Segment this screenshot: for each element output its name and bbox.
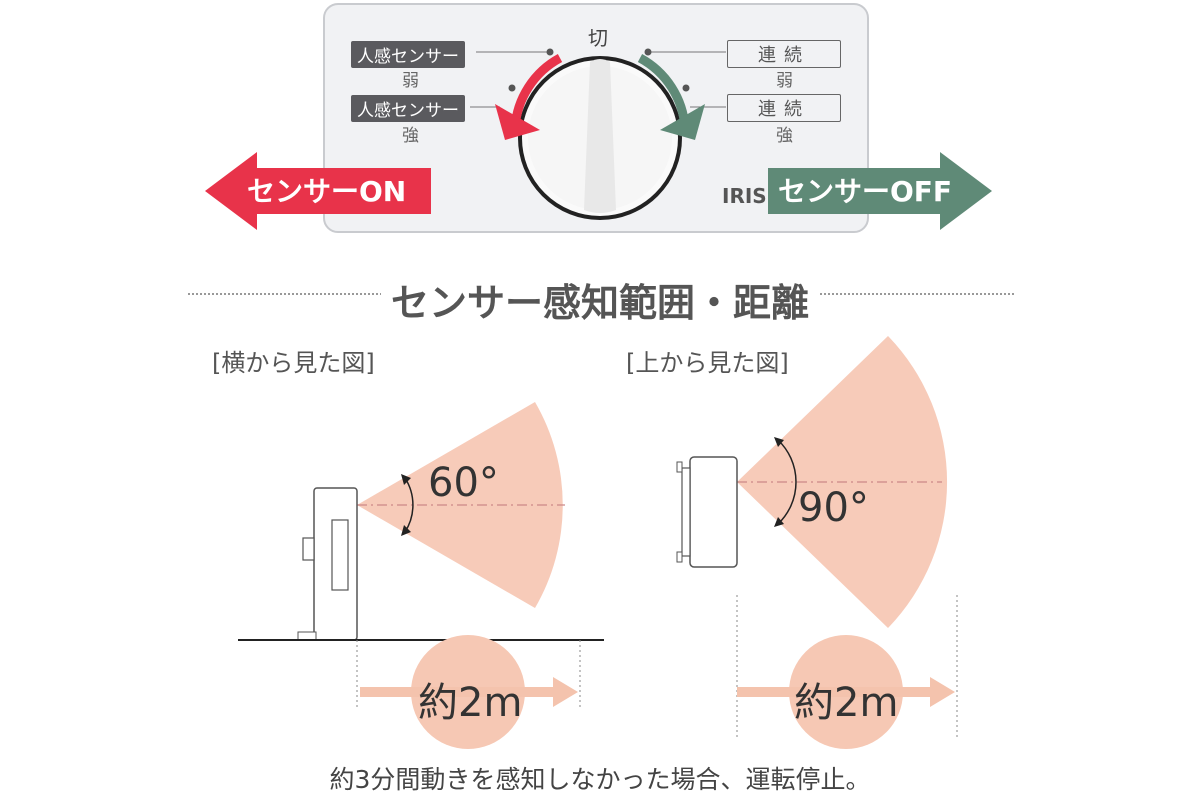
section-title: センサー感知範囲・距離 bbox=[380, 281, 819, 325]
heater-side-icon bbox=[297, 487, 358, 641]
sensor-on-label: センサーON bbox=[247, 175, 407, 208]
right-arrow-icon bbox=[768, 152, 992, 230]
continuous-weak-label: 連続 bbox=[727, 40, 841, 68]
sensor-off-arrow: センサーOFF bbox=[768, 152, 992, 230]
sensor-strong-label: 人感センサー bbox=[351, 95, 465, 122]
side-view-angle: 60° bbox=[428, 460, 499, 506]
range-diagrams bbox=[238, 336, 958, 749]
left-arrow-icon bbox=[205, 152, 431, 230]
sensor-weak-sub: 弱 bbox=[402, 71, 419, 91]
sensor-strong-sub: 強 bbox=[402, 126, 419, 146]
side-view-distance: 約2m bbox=[418, 680, 523, 726]
sensor-on-arrow: センサーON bbox=[205, 152, 431, 230]
top-view-distance: 約2m bbox=[794, 680, 899, 726]
control-panel: 切 人感センサー 弱 人感センサー 強 連続 弱 連続 強 IRIS O bbox=[0, 0, 1200, 240]
continuous-strong-sub: 強 bbox=[776, 126, 793, 146]
side-view-caption: [横から見た図] bbox=[212, 349, 375, 377]
footer-note: 約3分間動きを感知しなかった場合、運転停止。 bbox=[329, 765, 871, 794]
heater-top-icon bbox=[676, 456, 738, 568]
dial-off-label: 切 bbox=[588, 26, 608, 50]
continuous-weak-sub: 弱 bbox=[776, 71, 793, 91]
top-view-angle: 90° bbox=[798, 485, 869, 531]
top-view-caption: [上から見た図] bbox=[626, 349, 789, 377]
sensor-off-label: センサーOFF bbox=[778, 175, 953, 208]
continuous-strong-label: 連続 bbox=[727, 94, 841, 122]
sensor-weak-label: 人感センサー bbox=[351, 41, 465, 68]
